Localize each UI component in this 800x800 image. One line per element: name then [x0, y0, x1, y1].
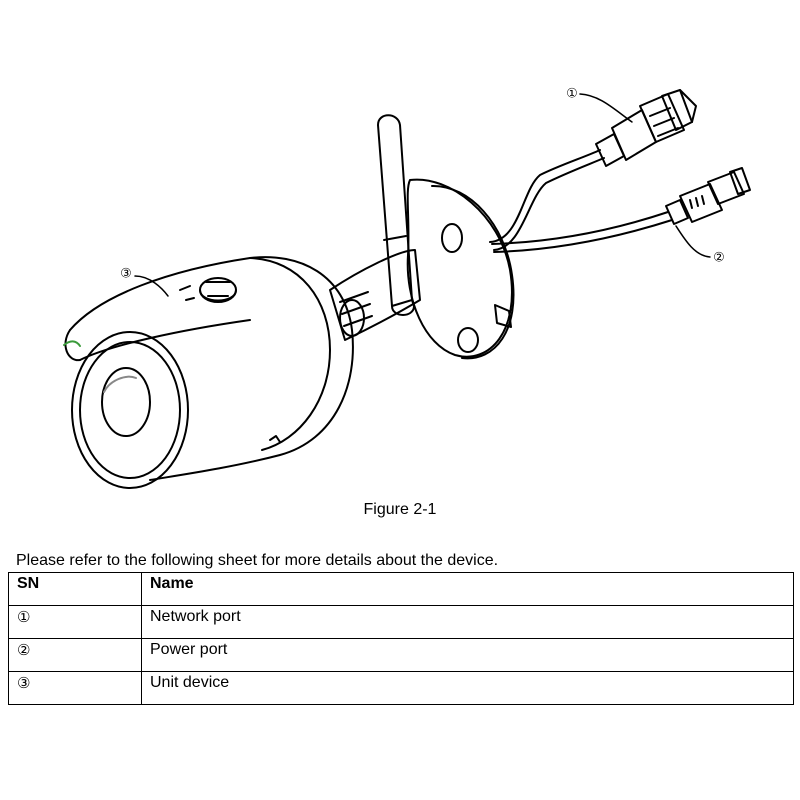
mount-base [406, 178, 515, 360]
callout-3: ③ [120, 267, 132, 282]
camera-diagram: ① ② ③ [63, 87, 751, 489]
row-sn: ① [8, 605, 142, 639]
intro-text: Please refer to the following sheet for … [16, 552, 499, 569]
figure-caption: Figure 2-1 [363, 501, 437, 518]
network-port-connector [595, 89, 697, 167]
camera-body [64, 256, 354, 481]
leader-line-1 [579, 93, 633, 123]
header-sn: SN [8, 572, 142, 606]
callout-1: ① [566, 87, 578, 102]
row-sn: ② [8, 638, 142, 672]
mount-arm [329, 249, 421, 341]
camera-lens [71, 331, 189, 489]
table-header-row: SN Name [8, 572, 794, 606]
adjust-screw [199, 277, 237, 303]
antenna [377, 114, 415, 316]
power-port-connector [665, 167, 751, 225]
leader-line-2 [675, 225, 711, 258]
header-name: Name [141, 572, 794, 606]
table-row: ① Network port [8, 605, 794, 639]
table-row: ② Power port [8, 638, 794, 672]
cable-network [489, 149, 601, 243]
device-details-table: SN Name ① Network port ② Power port ③ Un… [8, 572, 794, 705]
cable-power [491, 211, 669, 245]
leader-line-3 [134, 275, 169, 297]
row-name: Unit device [141, 671, 794, 705]
row-name: Network port [141, 605, 794, 639]
callout-2: ② [713, 251, 725, 266]
row-name: Power port [141, 638, 794, 672]
table-row: ③ Unit device [8, 671, 794, 705]
row-sn: ③ [8, 671, 142, 705]
